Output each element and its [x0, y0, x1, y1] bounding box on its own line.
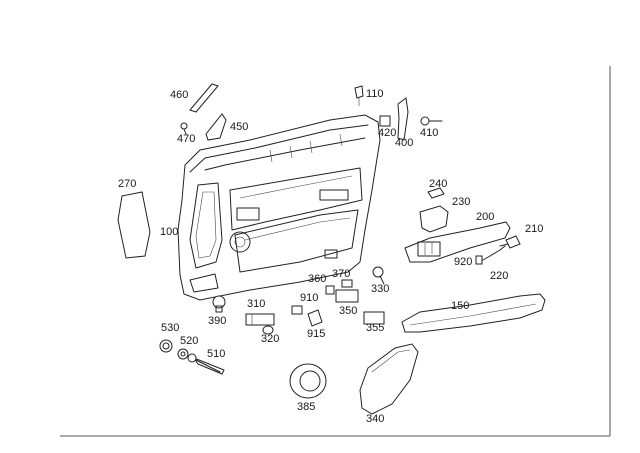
part-340-trim-panel[interactable] — [359, 343, 419, 415]
part-150-detail — [409, 303, 537, 326]
part-360-clip[interactable] — [325, 285, 335, 295]
label-920[interactable]: 920 — [454, 256, 473, 268]
part-915-bracket[interactable] — [307, 309, 323, 327]
part-320-bulb[interactable] — [262, 325, 274, 335]
label-320[interactable]: 320 — [261, 333, 280, 345]
label-360[interactable]: 360 — [308, 273, 327, 285]
part-230-switch[interactable] — [419, 205, 449, 233]
label-310[interactable]: 310 — [247, 298, 266, 310]
label-330[interactable]: 330 — [371, 283, 390, 295]
part-385-ring[interactable] — [289, 363, 327, 399]
part-520-washer[interactable] — [177, 348, 189, 360]
part-420-clip[interactable] — [379, 115, 391, 127]
label-460[interactable]: 460 — [170, 89, 189, 101]
part-370-clip[interactable] — [341, 279, 353, 288]
label-530[interactable]: 530 — [161, 322, 180, 334]
part-450-cover[interactable] — [205, 113, 227, 141]
label-370[interactable]: 370 — [332, 268, 351, 280]
part-110-clip[interactable] — [354, 85, 364, 106]
part-210-connector[interactable] — [499, 235, 521, 249]
door-panel-drawing[interactable] — [177, 114, 381, 301]
part-920-clip[interactable] — [475, 255, 483, 265]
label-410[interactable]: 410 — [420, 127, 439, 139]
part-330-screw[interactable] — [372, 266, 385, 285]
label-510[interactable]: 510 — [207, 348, 226, 360]
label-210[interactable]: 210 — [525, 223, 544, 235]
part-355-module[interactable] — [363, 311, 385, 325]
part-390-clip[interactable] — [212, 295, 226, 313]
part-310-lamp[interactable] — [245, 313, 275, 326]
label-240[interactable]: 240 — [429, 178, 448, 190]
label-910[interactable]: 910 — [300, 292, 319, 304]
label-340[interactable]: 340 — [366, 413, 385, 425]
label-270[interactable]: 270 — [118, 178, 137, 190]
part-410-screw[interactable] — [420, 116, 443, 126]
label-100[interactable]: 100 — [160, 226, 179, 238]
label-110[interactable]: 110 — [366, 88, 384, 100]
part-240-switch[interactable] — [427, 187, 445, 199]
part-910-connector[interactable] — [291, 305, 303, 315]
part-400-strip[interactable] — [397, 97, 409, 141]
part-510-bolt[interactable] — [187, 353, 225, 375]
label-200[interactable]: 200 — [476, 211, 495, 223]
label-220[interactable]: 220 — [490, 270, 509, 282]
part-470-screw[interactable] — [180, 122, 188, 135]
label-355[interactable]: 355 — [366, 322, 385, 334]
label-450[interactable]: 450 — [230, 121, 249, 133]
label-420[interactable]: 420 — [378, 127, 397, 139]
part-350-module[interactable] — [335, 289, 359, 303]
label-470[interactable]: 470 — [177, 133, 196, 145]
part-200-switch-panel[interactable] — [404, 221, 511, 263]
label-915[interactable]: 915 — [307, 328, 326, 340]
part-460-trim[interactable] — [189, 83, 219, 113]
part-270-cover[interactable] — [117, 191, 151, 259]
label-385[interactable]: 385 — [297, 401, 316, 413]
label-390[interactable]: 390 — [208, 315, 227, 327]
part-220-cable[interactable] — [475, 245, 506, 265]
label-150[interactable]: 150 — [451, 300, 470, 312]
label-230[interactable]: 230 — [452, 196, 471, 208]
label-350[interactable]: 350 — [339, 305, 358, 317]
part-340-detail — [371, 349, 411, 373]
part-150-armrest[interactable] — [401, 293, 546, 333]
label-520[interactable]: 520 — [180, 335, 199, 347]
label-400[interactable]: 400 — [395, 137, 414, 149]
part-530-grommet[interactable] — [159, 339, 173, 353]
